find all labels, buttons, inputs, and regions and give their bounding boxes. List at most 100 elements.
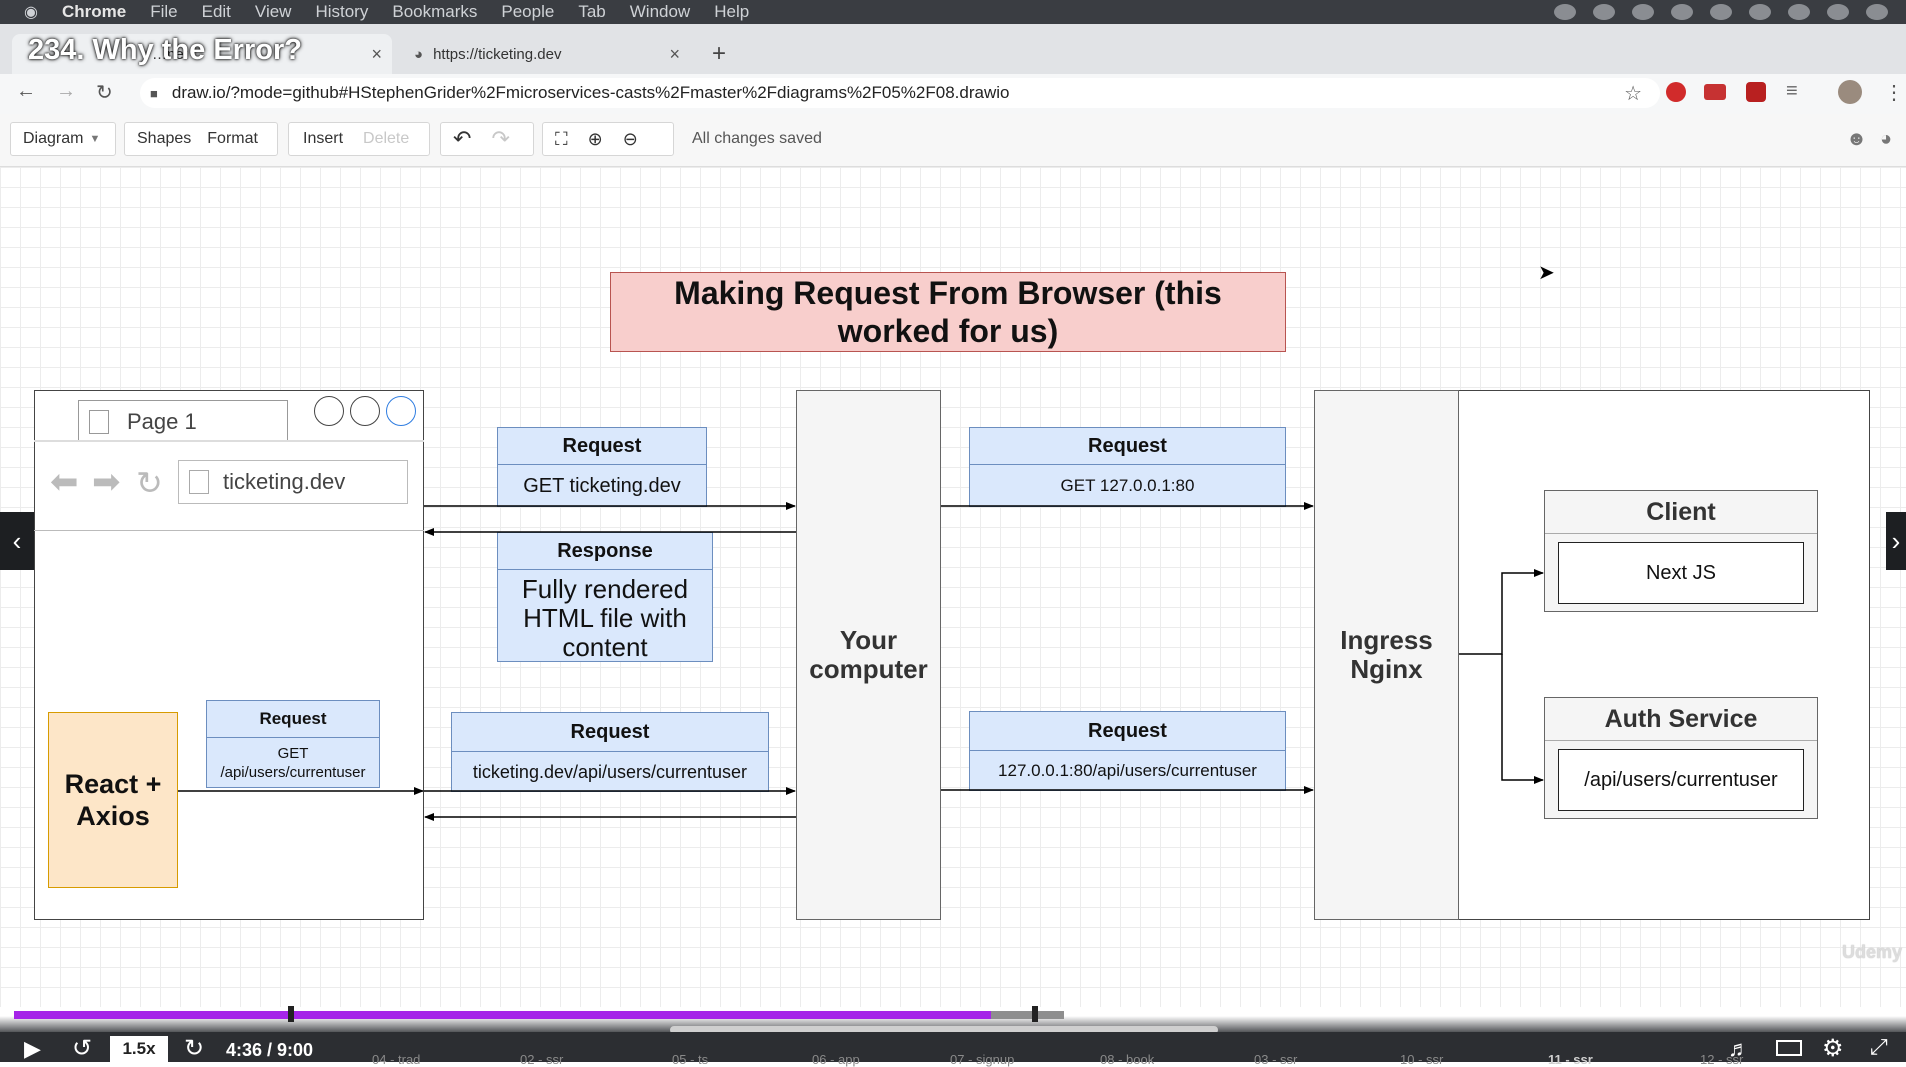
request-header: Request <box>207 701 379 738</box>
insert-button[interactable]: Insert <box>303 130 344 147</box>
request-path: /api/users/currentuser <box>220 764 366 781</box>
play-icon[interactable]: ▶ <box>24 1036 41 1061</box>
menu-tab[interactable]: Tab <box>578 2 606 21</box>
chapter-label[interactable]: 08 - book <box>1100 1052 1155 1067</box>
menu-view[interactable]: View <box>254 2 292 21</box>
menu-window[interactable]: Window <box>629 2 691 21</box>
siri-icon[interactable] <box>1827 4 1849 20</box>
your-computer-box[interactable]: Your computer <box>796 390 941 920</box>
forward-icon[interactable]: ↻ <box>184 1035 205 1062</box>
auth-service-box[interactable]: Auth Service /api/users/currentuser <box>1544 697 1818 819</box>
menu-app-name[interactable]: Chrome <box>61 2 127 21</box>
status-tray <box>1554 4 1888 20</box>
menu-icon[interactable] <box>1866 4 1888 20</box>
browser-mock-tab[interactable]: Page 1 <box>78 400 288 442</box>
rewind-icon[interactable]: ↺ <box>72 1035 93 1062</box>
menu-bookmarks[interactable]: Bookmarks <box>392 2 478 21</box>
captions-icon[interactable] <box>1776 1040 1802 1056</box>
address-input[interactable]: ■ draw.io/?mode=github#HStephenGrider%2F… <box>140 78 1660 108</box>
close-icon[interactable]: × <box>669 43 680 64</box>
request-body: 127.0.0.1:80/api/users/currentuser <box>998 761 1257 780</box>
video-title: 234. Why the Error? <box>28 34 302 66</box>
menu-people[interactable]: People <box>501 2 555 21</box>
browser-mock-url: ticketing.dev <box>223 469 346 494</box>
lock-icon: ■ <box>150 85 158 101</box>
react-axios-box[interactable]: React + Axios <box>48 712 178 888</box>
next-lecture-button[interactable]: › <box>1886 512 1906 570</box>
tab-1-title: …net <box>152 45 188 63</box>
reload-icon[interactable]: ↻ <box>96 82 113 104</box>
delete-button[interactable]: Delete <box>363 130 410 147</box>
menu-help[interactable]: Help <box>714 2 750 21</box>
redo-icon[interactable]: ↷ <box>491 126 510 151</box>
chapter-label[interactable]: 11 - ssr <box>1548 1052 1593 1067</box>
auth-header: Auth Service <box>1545 698 1817 741</box>
forward-arrow-icon: ➡ <box>92 463 121 501</box>
chapter-label[interactable]: 04 - trad <box>372 1052 421 1067</box>
fullscreen-icon[interactable]: ⛶ <box>555 128 568 149</box>
format-button[interactable]: Format <box>207 130 258 147</box>
shapes-button[interactable]: Shapes <box>137 130 192 147</box>
back-icon[interactable]: ← <box>16 80 36 102</box>
zoom-out-icon[interactable]: ⊖ <box>622 128 638 149</box>
forward-icon[interactable]: → <box>56 80 76 102</box>
request-box-3[interactable]: Request GET 127.0.0.1:80 <box>969 427 1286 507</box>
url-text: draw.io/?mode=github#HStephenGrider%2Fmi… <box>171 83 1010 102</box>
battery-icon[interactable] <box>1749 4 1771 20</box>
client-service-box[interactable]: Client Next JS <box>1544 490 1818 612</box>
reading-list-icon[interactable]: ≡ <box>1786 80 1798 102</box>
apple-icon[interactable]: ◉ <box>24 4 38 21</box>
tray-icon[interactable] <box>1554 4 1576 20</box>
undo-icon[interactable]: ↶ <box>453 126 472 151</box>
extension-icon[interactable] <box>1704 84 1726 100</box>
settings-icon[interactable]: ⚙ <box>1822 1035 1844 1062</box>
browser-mock-url-field[interactable]: ticketing.dev <box>178 460 408 504</box>
chapter-label[interactable]: 10 - ssr <box>1400 1052 1444 1067</box>
request-box-1[interactable]: Request GET ticketing.dev <box>497 427 707 507</box>
chapter-label[interactable]: 02 - ssr <box>520 1052 564 1067</box>
zoom-in-icon[interactable]: ⊕ <box>587 128 603 149</box>
menu-edit[interactable]: Edit <box>201 2 231 21</box>
tray-icon[interactable] <box>1671 4 1693 20</box>
progress-marker <box>288 1006 294 1022</box>
user-icon[interactable]: ☻ <box>1846 128 1868 150</box>
volume-icon[interactable]: ♬ <box>1728 1036 1750 1061</box>
chapter-label[interactable]: 07 - signup <box>950 1052 1015 1067</box>
ingress-nginx-box[interactable]: Ingress Nginx <box>1314 390 1459 920</box>
tab-2[interactable]: ◕ https://ticketing.dev × <box>400 34 690 74</box>
chapter-label[interactable]: 06 - app <box>812 1052 860 1067</box>
diagram-title[interactable]: Making Request From Browser (this worked… <box>610 272 1286 352</box>
mouse-cursor-icon: ➤ <box>1538 262 1555 284</box>
new-tab-icon[interactable]: + <box>712 40 727 67</box>
window-circle-icon <box>386 396 416 426</box>
previous-lecture-button[interactable]: ‹ <box>0 512 34 570</box>
progress-handle[interactable] <box>1032 1006 1038 1022</box>
menu-file[interactable]: File <box>150 2 178 21</box>
avatar[interactable] <box>1838 80 1862 104</box>
progress-fill <box>14 1011 991 1019</box>
menu-history[interactable]: History <box>315 2 369 21</box>
response-box[interactable]: Response Fully rendered HTML file with c… <box>497 532 713 662</box>
diagram-menu-button[interactable]: Diagram ▼ <box>10 122 116 156</box>
tab-1[interactable]: …net × <box>12 34 392 74</box>
close-icon[interactable]: × <box>371 43 382 64</box>
fullscreen-icon[interactable]: ⤢ <box>1870 1034 1888 1059</box>
chapter-label[interactable]: 03 - ssr <box>1254 1052 1298 1067</box>
tray-icon[interactable] <box>1632 4 1654 20</box>
tray-icon[interactable] <box>1593 4 1615 20</box>
arrow-ingress-client <box>1459 569 1544 655</box>
extension-icon[interactable] <box>1666 82 1686 102</box>
request-box-2[interactable]: Request ticketing.dev/api/users/currentu… <box>451 712 769 792</box>
progress-track[interactable] <box>14 1011 1064 1019</box>
request-body: ticketing.dev/api/users/currentuser <box>472 762 748 782</box>
playback-speed-button[interactable]: 1.5x <box>110 1036 168 1062</box>
search-icon[interactable] <box>1788 4 1810 20</box>
more-icon[interactable]: ⋮ <box>1884 82 1904 104</box>
wifi-icon[interactable] <box>1710 4 1732 20</box>
request-box-small[interactable]: Request GET /api/users/currentuser <box>206 700 380 788</box>
extension-icon[interactable] <box>1746 82 1766 102</box>
star-icon[interactable]: ☆ <box>1624 82 1642 105</box>
page-scrollbar[interactable] <box>670 1026 1218 1034</box>
globe-icon[interactable]: ◕ <box>1880 128 1893 150</box>
chapter-label[interactable]: 05 - ts <box>672 1052 709 1067</box>
